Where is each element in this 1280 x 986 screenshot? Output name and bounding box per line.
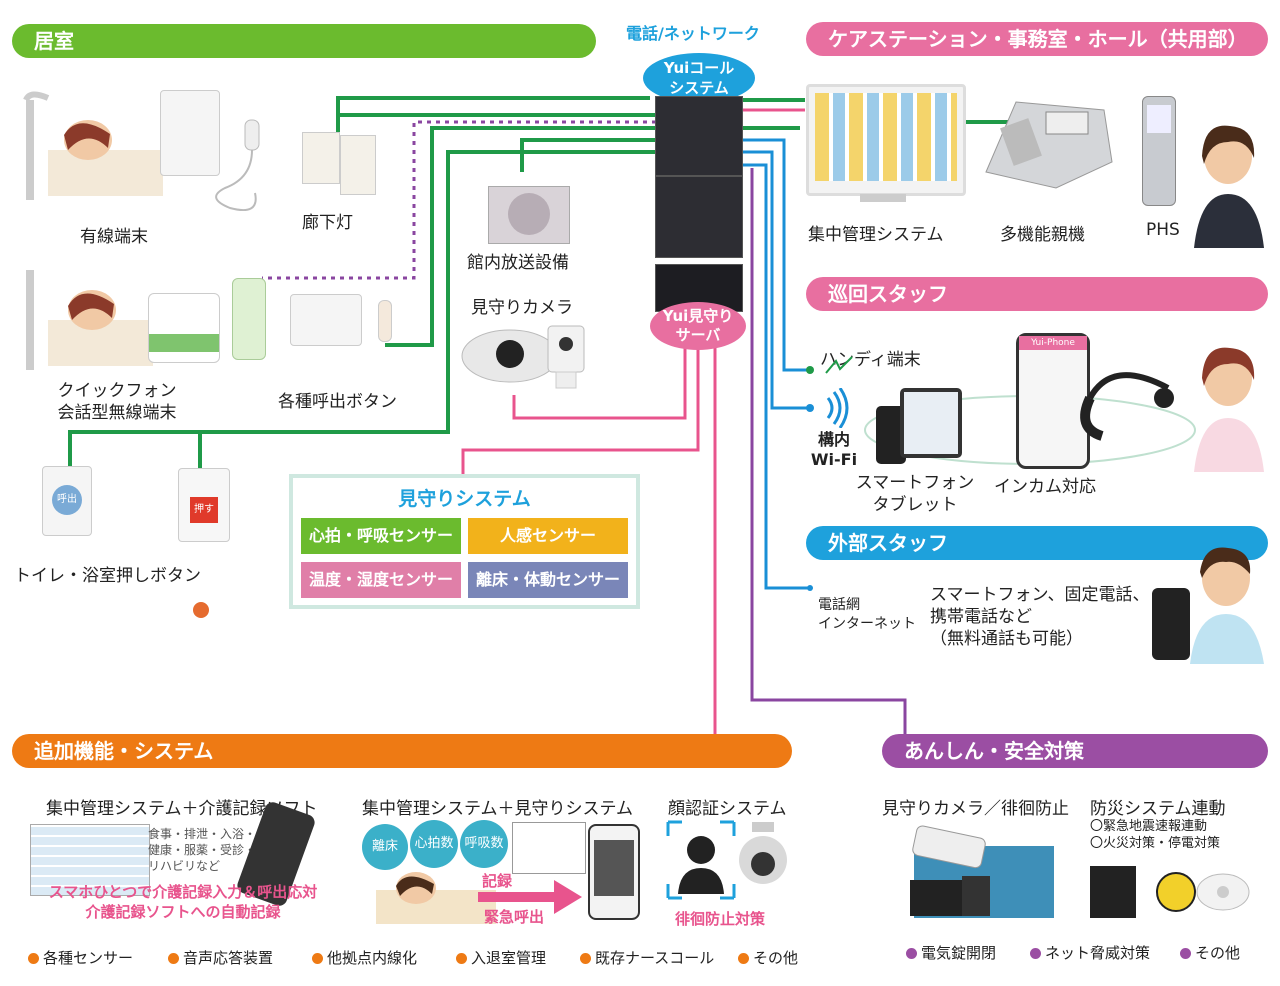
additional-item1-title: 集中管理システム＋介護記録ソフト	[46, 799, 318, 819]
watch-monitor-screen	[512, 822, 586, 874]
safety-bullet-threat: ネット脅威対策	[1030, 942, 1150, 963]
dotted-line	[262, 120, 656, 280]
label-smartphone-tablet: スマートフォンタブレット	[855, 473, 975, 515]
safety-item2-title: 防災システム連動	[1090, 799, 1226, 819]
header-safety: あんしん・安全対策	[882, 734, 1268, 768]
central-management-monitor	[806, 84, 966, 196]
additional-bullet-extension: 他拠点内線化	[312, 947, 417, 968]
bed-patient-icon-2	[26, 270, 153, 370]
face-recognition-icon	[666, 820, 736, 900]
toilet-call-button: 呼出	[42, 466, 92, 536]
arrow-icon	[478, 880, 582, 914]
additional-bullet-other: その他	[738, 947, 798, 968]
bubble-respiration: 呼吸数	[460, 820, 508, 868]
sensor-heart-breath: 心拍・呼吸センサー	[301, 518, 461, 554]
dome-camera-icon	[739, 822, 787, 884]
label-wired-terminal: 有線端末	[80, 227, 148, 247]
safety-bullet-other: その他	[1180, 942, 1240, 963]
blue-lines	[742, 138, 808, 590]
cable-icon	[215, 119, 260, 212]
header-room: 居室	[12, 24, 596, 58]
quickphone-device	[148, 293, 220, 363]
server-unit-1	[655, 96, 743, 176]
label-external-desc: スマートフォン、固定電話、携帯電話など（無料通話も可能）	[930, 585, 1150, 649]
toilet-push-button: 押す	[178, 468, 230, 542]
staff-avatar-3	[1190, 547, 1264, 664]
label-emergency-call: 緊急呼出	[484, 908, 545, 926]
label-corridor-light: 廊下灯	[302, 213, 353, 233]
pull-cord-ball	[193, 602, 209, 618]
header-external-staff: 外部スタッフ	[806, 526, 1268, 560]
sensor-bed-leave: 離床・体動センサー	[468, 562, 628, 598]
header-additional: 追加機能・システム	[12, 734, 792, 768]
label-intercom: インカム対応	[994, 477, 1096, 497]
external-smartphone	[1152, 588, 1190, 660]
camera-icon	[461, 325, 585, 389]
tablet-device	[900, 388, 962, 458]
wired-terminal-device	[160, 90, 220, 176]
label-network: 電話網インターネット	[818, 597, 916, 632]
staff-avatar-2	[1194, 347, 1264, 472]
label-toilet-button: トイレ・浴室押しボタン	[14, 566, 201, 586]
bubble-bed-leave: 離床	[362, 824, 408, 870]
label-quickphone: クイックフォン会話型無線端末	[57, 381, 177, 423]
multi-phone-icon	[985, 101, 1113, 189]
label-central-management: 集中管理システム	[808, 225, 944, 245]
bed-patient-icon	[23, 91, 163, 200]
care-record-screen	[30, 824, 150, 896]
label-camera: 見守りカメラ	[471, 298, 573, 318]
pink-lines	[461, 108, 805, 738]
yui-watch-server-badge: Yui見守りサーバ	[650, 302, 746, 350]
care-record-caption: スマホひとつで介護記録入力＆呼出応対介護記録ソフトへの自動記録	[48, 883, 318, 921]
monitor-stand	[860, 194, 906, 202]
label-wander-prevention: 徘徊防止対策	[675, 910, 766, 928]
headset-icon	[1080, 372, 1174, 441]
disaster-alert-icon	[1156, 872, 1196, 912]
corridor-light-switch	[302, 132, 340, 184]
security-camera-icon	[910, 825, 990, 916]
wireless-terminal-device	[232, 278, 266, 360]
patient-in-bed-icon	[376, 872, 496, 924]
smoke-detector-icon	[1196, 873, 1250, 911]
label-broadcast: 館内放送設備	[467, 253, 569, 273]
additional-bullet-sensors: 各種センサー	[28, 947, 133, 968]
label-phs: PHS	[1146, 220, 1180, 240]
care-record-notes: 食事・排泄・入浴・健康・服薬・受診・リハビリなど	[148, 827, 257, 873]
call-pendant	[378, 300, 392, 342]
header-patrol-staff: 巡回スタッフ	[806, 277, 1268, 311]
header-care-station: ケアステーション・事務室・ホール（共用部）	[806, 22, 1268, 56]
purple-line	[750, 168, 907, 738]
staff-avatar-1	[1194, 125, 1264, 248]
additional-bullet-access: 入退室管理	[456, 947, 546, 968]
wifi-icon	[826, 388, 849, 428]
additional-item2-title: 集中管理システム＋見守りシステム	[362, 799, 633, 819]
call-button-device	[290, 294, 362, 346]
phs-device	[1142, 96, 1176, 206]
additional-bullet-voice: 音声応答装置	[168, 947, 273, 968]
safety-bullet-lock: 電気錠開閉	[906, 942, 996, 963]
corridor-light-device	[340, 135, 376, 195]
broadcast-speaker	[488, 186, 570, 244]
ups-device	[1090, 866, 1136, 918]
label-record: 記録	[482, 872, 513, 890]
watch-system-title: 見守りシステム	[398, 488, 531, 510]
network-label: 電話/ネットワーク	[626, 24, 760, 43]
yui-call-system-badge: Yuiコールシステム	[643, 53, 755, 103]
emergency-phone	[588, 824, 640, 920]
label-call-buttons: 各種呼出ボタン	[278, 392, 397, 412]
sensor-motion: 人感センサー	[468, 518, 628, 554]
safety-item1-title: 見守りカメラ／徘徊防止	[882, 799, 1069, 819]
sensor-temp-humidity: 温度・湿度センサー	[301, 562, 461, 598]
signal-icon	[825, 356, 853, 374]
additional-item3-title: 顔認証システム	[668, 799, 787, 819]
bubble-heart-rate: 心拍数	[410, 820, 458, 868]
safety-item2-sub: 〇緊急地震速報連動〇火災対策・停電対策	[1090, 819, 1221, 851]
additional-bullet-nursecall: 既存ナースコール	[580, 947, 714, 968]
server-unit-2	[655, 176, 743, 258]
green-lines	[68, 96, 1010, 468]
label-multi-phone: 多機能親機	[1000, 225, 1085, 245]
